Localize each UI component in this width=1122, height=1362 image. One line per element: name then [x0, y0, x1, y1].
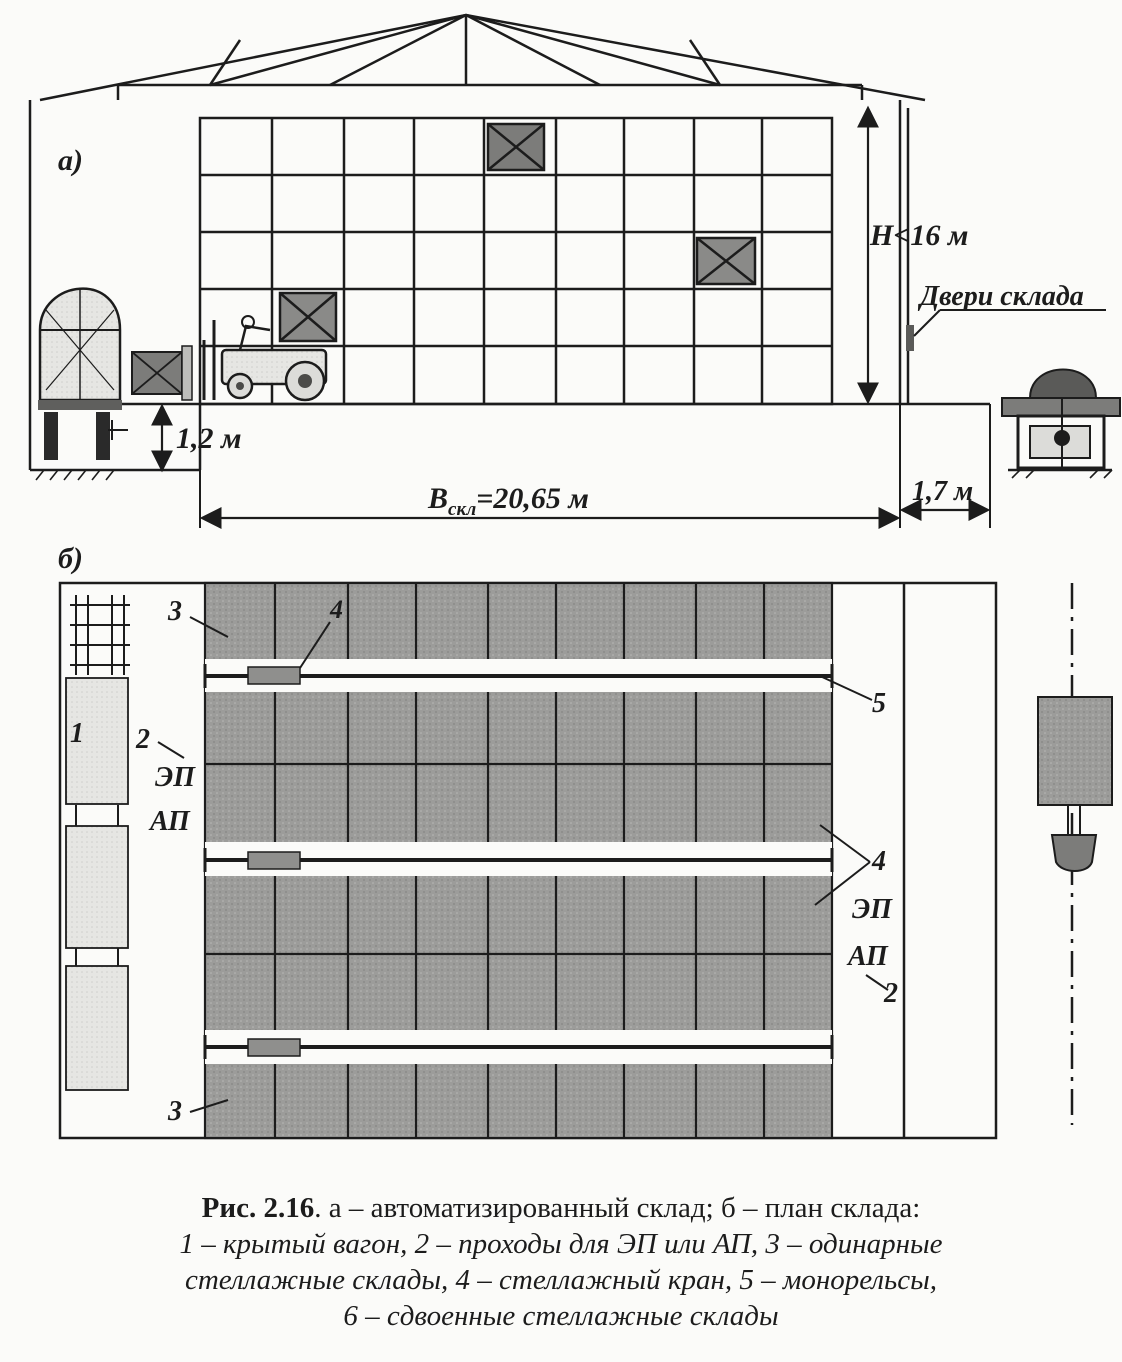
crate-right — [695, 236, 757, 286]
label-wagon: 1 — [70, 718, 84, 749]
label-crane-top: 4 — [329, 595, 343, 624]
caption-title: Рис. 2.16. а – автоматизированный склад;… — [201, 1192, 921, 1224]
label-single-rack-top: 3 — [167, 596, 182, 627]
label-ep-left: ЭП — [155, 762, 196, 793]
crate-top — [486, 122, 546, 172]
part-a-label: а) — [58, 144, 83, 177]
offset-label: 1,7 м — [912, 476, 973, 507]
label-aisle-right: 2 — [883, 978, 898, 1009]
roof-truss — [39, 13, 926, 102]
width-label-value: =20,65 м — [476, 482, 589, 515]
label-single-rack-bottom: 3 — [167, 1096, 182, 1127]
label-ep-right: ЭП — [852, 894, 893, 925]
platform — [30, 100, 990, 472]
height-label: H<16 м — [869, 219, 968, 252]
crate-left — [278, 291, 338, 343]
forklift-icon — [131, 315, 328, 402]
door-leader — [913, 309, 941, 337]
plan-view: б) 1 2 ЭП АП 3 4 5 4 ЭП АП 2 3 — [58, 542, 1113, 1140]
stacker-crane-icon — [247, 1038, 301, 1057]
door-marker — [906, 325, 914, 351]
rack-grid — [198, 116, 834, 406]
door-section-icon — [1001, 368, 1121, 479]
aisle-3 — [203, 1030, 834, 1064]
caption-line-3: стеллажные склады, 4 – стеллажный кран, … — [184, 1264, 938, 1296]
figure-caption: Рис. 2.16. а – автоматизированный склад;… — [0, 1190, 1122, 1334]
aisle-1 — [203, 659, 834, 692]
label-crane-right: 4 — [871, 846, 886, 877]
rail-wagon-icon — [38, 287, 128, 460]
stacker-crane-icon — [247, 851, 301, 870]
ground-hatch — [35, 469, 115, 481]
railway-track — [70, 595, 130, 966]
caption-line-4: 6 – сдвоенные стеллажные склады — [343, 1300, 779, 1332]
door-label: Двери склада — [917, 281, 1084, 312]
width-label-sub: скл — [448, 499, 476, 520]
label-monorail: 5 — [872, 688, 886, 719]
rail-wagon-plan — [65, 677, 129, 1091]
aisle-2 — [203, 842, 834, 876]
width-label: Bскл=20,65 м — [427, 482, 589, 520]
label-ap-right: АП — [846, 941, 889, 972]
elevation-view: а) H<16 м Двери склада 1,2 м Bскл=20,65 … — [28, 13, 1121, 529]
label-aisle-left: 2 — [135, 724, 150, 755]
platform-height-label: 1,2 м — [176, 422, 242, 455]
caption-line-2: 1 – крытый вагон, 2 – проходы для ЭП или… — [179, 1228, 943, 1260]
stacker-crane-icon — [247, 666, 301, 685]
crane-side-icon — [1037, 696, 1113, 872]
part-b-label: б) — [58, 542, 83, 575]
leader-lines — [157, 616, 889, 1113]
width-label-main: B — [427, 482, 448, 515]
label-ap-left: АП — [148, 806, 191, 837]
